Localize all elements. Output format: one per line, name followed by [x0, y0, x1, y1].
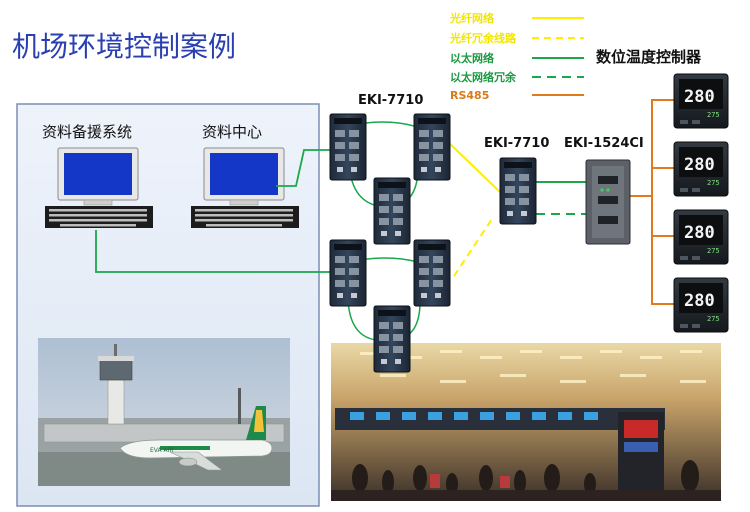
backup-system-computer	[45, 147, 153, 228]
temperature-controller-2: 280 275	[673, 141, 729, 197]
eki-7710-switch-mid	[499, 157, 537, 225]
legend-ethernet-redundant-label: 以太网络冗余	[450, 70, 517, 84]
temperature-controller-label: 数位温度控制器	[596, 48, 702, 66]
page-title-text: 机场环境控制案例	[12, 30, 236, 63]
legend: 光纤网络 光纤冗余线路 以太网络 以太网络冗余 RS485	[449, 11, 584, 102]
eki-7710-switch-6	[373, 305, 411, 373]
eki-7710-switch-3	[373, 177, 411, 245]
eki-7710-switch-4	[329, 239, 367, 307]
temperature-controller-3: 280 275	[673, 209, 729, 265]
data-center-computer	[191, 147, 299, 228]
page-title: 机场环境控制案例	[12, 30, 236, 63]
eki-7710-switch-5	[413, 239, 451, 307]
eki-7710-top-label: EKI-7710	[358, 93, 423, 108]
controller-pv-display: 280	[684, 87, 715, 107]
eki-7710-mid-label: EKI-7710	[484, 136, 549, 151]
eki-1524ci-label: EKI-1524CI	[564, 136, 644, 151]
airplane-livery: EVA AIR	[150, 447, 174, 454]
fiber-redundant-link	[453, 215, 495, 277]
controller-sv-display: 275	[707, 179, 720, 187]
data-center-label: 资料中心	[202, 123, 262, 141]
eki-7710-switch-1	[329, 113, 367, 181]
ethernet-link-data-center	[276, 149, 330, 187]
ethernet-link-backup	[95, 230, 330, 273]
legend-ethernet-label: 以太网络	[450, 51, 494, 65]
controller-sv-display: 275	[707, 111, 720, 119]
legend-fiber-label: 光纤网络	[449, 11, 494, 25]
temperature-controller-4: 280 275	[673, 277, 729, 333]
legend-fiber-redundant-label: 光纤冗余线路	[449, 31, 517, 45]
eki-7710-switch-2	[413, 113, 451, 181]
eki-1524ci-serial-server	[585, 159, 631, 245]
controller-pv-display: 280	[684, 291, 715, 311]
legend-rs485-label: RS485	[450, 89, 489, 102]
controller-pv-display: 280	[684, 155, 715, 175]
fiber-link	[445, 139, 501, 193]
airplane: EVA AIR	[119, 406, 273, 471]
rs485-bus	[630, 99, 674, 305]
controller-sv-display: 275	[707, 315, 720, 323]
backup-system-label: 资料备援系统	[42, 123, 132, 141]
controller-sv-display: 275	[707, 247, 720, 255]
controller-pv-display: 280	[684, 223, 715, 243]
airport-tower-photo: EVA AIR	[38, 338, 290, 486]
temperature-controller-1: 280 275	[673, 73, 729, 129]
